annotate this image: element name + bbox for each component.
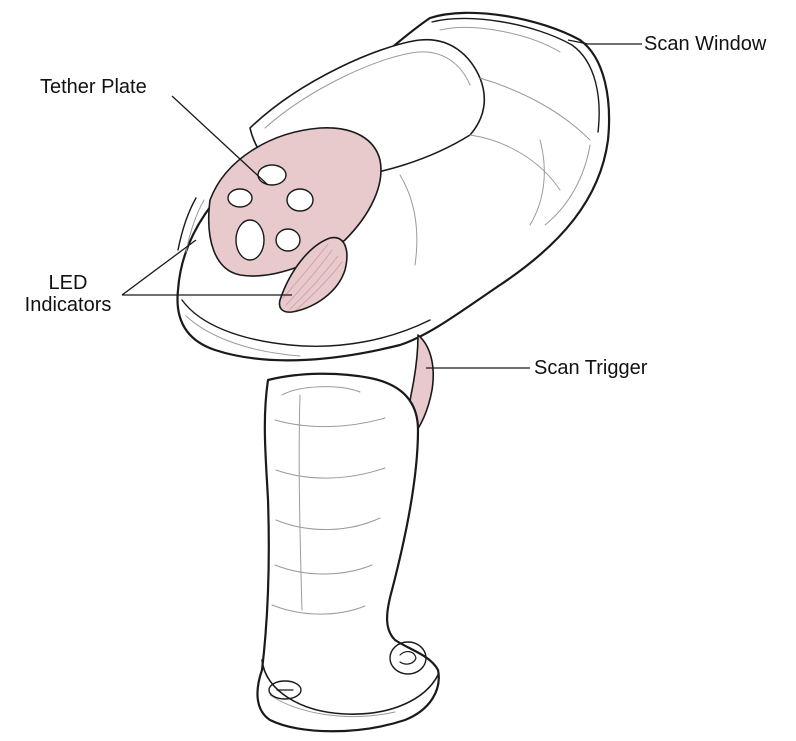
label-scan-window: Scan Window (644, 33, 766, 55)
label-led-line2: Indicators (6, 294, 130, 316)
scanner-handle (257, 374, 438, 732)
label-led-indicators: LED Indicators (6, 272, 130, 316)
label-led-line1: LED (6, 272, 130, 294)
label-tether-plate: Tether Plate (40, 76, 147, 98)
label-scan-trigger: Scan Trigger (534, 357, 647, 379)
